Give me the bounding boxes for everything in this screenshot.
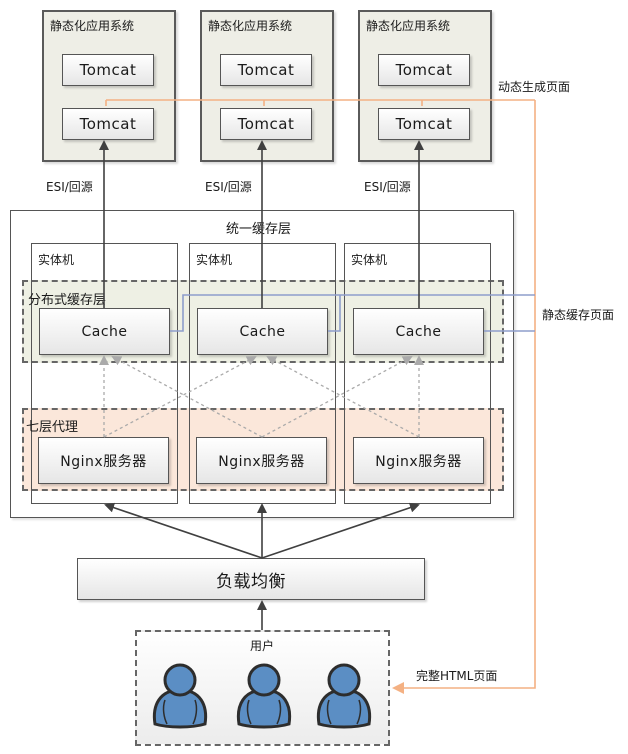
app-system-title: 静态化应用系统 xyxy=(208,19,293,33)
tomcat-node[interactable]: Tomcat xyxy=(220,54,312,86)
app-system-3: 静态化应用系统 Tomcat Tomcat xyxy=(358,10,492,162)
tomcat-node[interactable]: Tomcat xyxy=(220,108,312,140)
user-icon xyxy=(150,660,210,730)
nginx-node[interactable]: Nginx服务器 xyxy=(353,437,484,484)
user-icon xyxy=(234,660,294,730)
full-html-page-label: 完整HTML页面 xyxy=(416,669,498,683)
cache-node[interactable]: Cache xyxy=(353,308,484,355)
unified-cache-layer-title: 统一缓存层 xyxy=(226,222,292,237)
nginx-node[interactable]: Nginx服务器 xyxy=(38,437,169,484)
esi-label: ESI/回源 xyxy=(205,180,252,194)
proxy-layer-title: 七层代理 xyxy=(26,420,79,435)
tomcat-node[interactable]: Tomcat xyxy=(62,54,154,86)
load-balancer[interactable]: 负载均衡 xyxy=(77,558,425,600)
esi-label: ESI/回源 xyxy=(46,180,93,194)
cache-node[interactable]: Cache xyxy=(39,308,170,355)
esi-label: ESI/回源 xyxy=(364,180,411,194)
tomcat-node[interactable]: Tomcat xyxy=(62,108,154,140)
app-system-2: 静态化应用系统 Tomcat Tomcat xyxy=(200,10,334,162)
app-system-title: 静态化应用系统 xyxy=(50,19,135,33)
tomcat-node[interactable]: Tomcat xyxy=(378,54,470,86)
dynamic-page-label: 动态生成页面 xyxy=(498,80,571,94)
app-system-1: 静态化应用系统 Tomcat Tomcat xyxy=(42,10,176,162)
machine-label: 实体机 xyxy=(196,253,233,267)
users-title: 用户 xyxy=(250,639,275,653)
nginx-node[interactable]: Nginx服务器 xyxy=(196,437,327,484)
distributed-cache-layer-title: 分布式缓存层 xyxy=(28,293,107,308)
cache-node[interactable]: Cache xyxy=(197,308,328,355)
static-cache-page-label: 静态缓存页面 xyxy=(542,308,615,322)
tomcat-node[interactable]: Tomcat xyxy=(378,108,470,140)
machine-label: 实体机 xyxy=(351,253,388,267)
app-system-title: 静态化应用系统 xyxy=(366,19,451,33)
user-icon xyxy=(314,660,374,730)
machine-label: 实体机 xyxy=(38,253,75,267)
